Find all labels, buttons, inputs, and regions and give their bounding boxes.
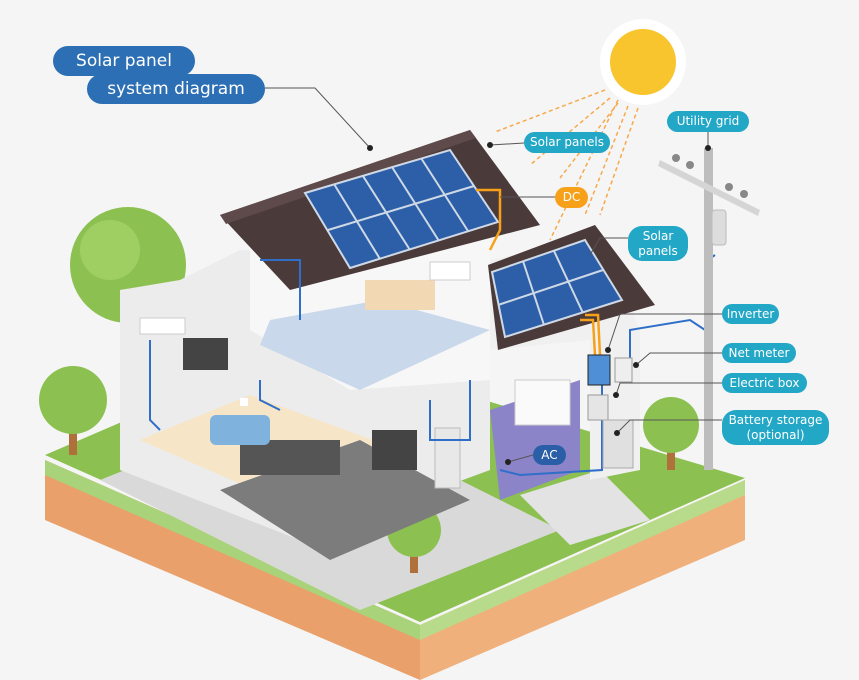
tv	[183, 338, 228, 370]
label-battery-storage-line2: (optional)	[746, 427, 805, 442]
kitchen-counter	[240, 440, 340, 475]
label-solar-panels-secondary: Solar panels	[628, 226, 688, 261]
label-battery-storage-line1: Battery storage	[728, 412, 823, 427]
label-ac: AC	[533, 445, 566, 465]
title-line-2: system diagram	[87, 74, 265, 104]
label-battery-storage: Battery storage (optional)	[722, 410, 829, 445]
title-line-1: Solar panel	[53, 46, 195, 76]
ac-wires	[149, 254, 716, 477]
bed	[365, 280, 435, 310]
inverter-device	[587, 354, 611, 386]
air-conditioner-upper	[429, 261, 471, 281]
fridge	[434, 427, 461, 489]
label-electric-box: Electric box	[722, 373, 807, 393]
tree-left	[39, 366, 107, 455]
air-conditioner-lower	[139, 317, 186, 335]
label-utility-grid: Utility grid	[667, 111, 749, 132]
utility-pole	[658, 148, 760, 470]
battery-storage-device	[602, 419, 634, 469]
label-solar-panels-main: Solar panels	[524, 132, 610, 153]
main-roof	[220, 130, 540, 290]
sun-rays	[494, 89, 639, 241]
washing-machines	[514, 379, 571, 426]
secondary-roof	[488, 225, 655, 350]
stove	[372, 430, 417, 470]
leader-dots	[367, 142, 711, 465]
tree-right	[643, 397, 699, 470]
label-dc: DC	[555, 187, 588, 208]
sofa	[210, 415, 270, 445]
leader-lines	[265, 87, 722, 463]
label-inverter: Inverter	[722, 304, 779, 324]
solar-panel-array-secondary	[490, 238, 624, 339]
dc-wires	[476, 188, 602, 356]
sun-icon	[600, 19, 686, 105]
label-solar-panels-secondary-line1: Solar	[642, 228, 674, 243]
net-meter-device	[614, 357, 633, 383]
label-net-meter: Net meter	[722, 343, 796, 363]
solar-panel-array-main	[303, 148, 500, 270]
label-solar-panels-secondary-line2: panels	[638, 243, 678, 258]
electric-box-device	[587, 394, 609, 421]
